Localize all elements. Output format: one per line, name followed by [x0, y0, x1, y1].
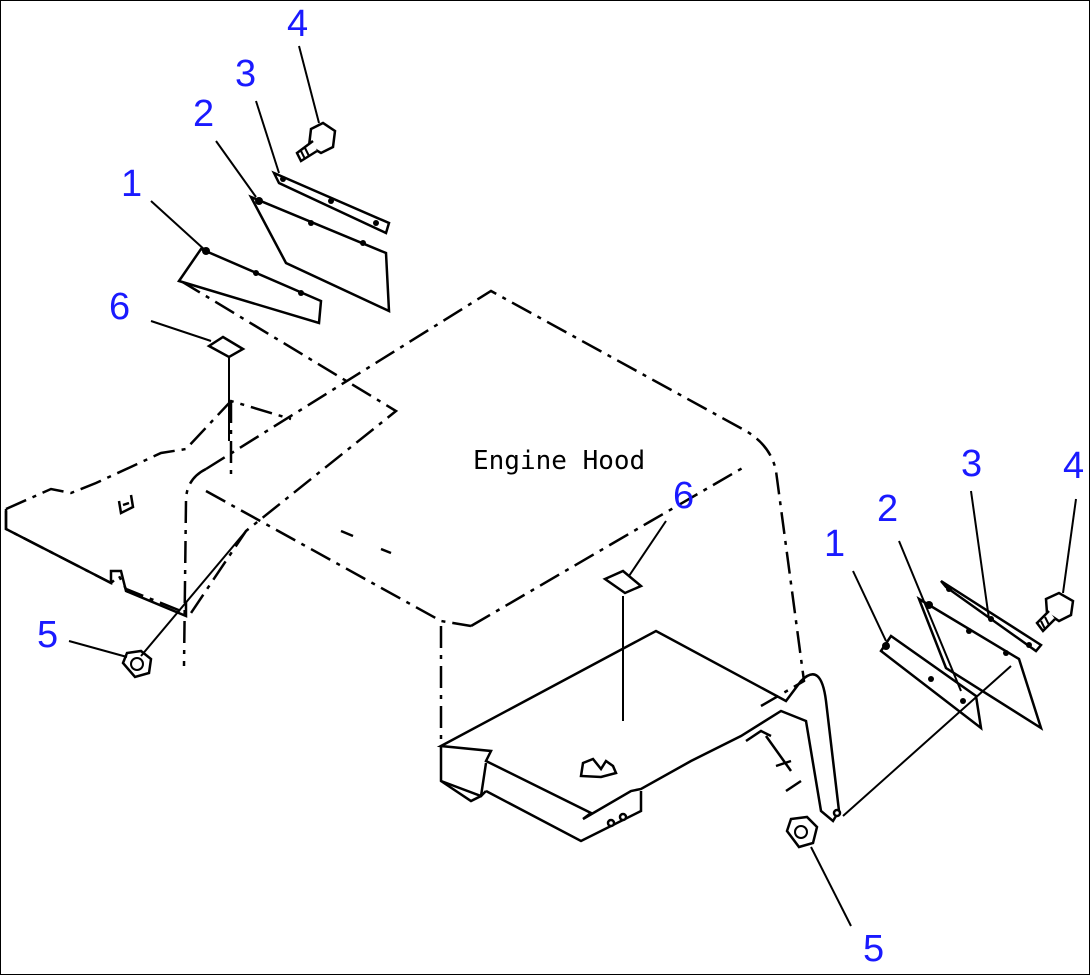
left-parts-group: [68, 45, 391, 679]
right-parts-group: [602, 490, 1077, 927]
right-tag-6: [602, 569, 644, 595]
hood-right-side: [436, 629, 842, 843]
left-callout-2: 2: [193, 93, 214, 135]
right-nut-5: [785, 815, 819, 849]
right-callout-3: 3: [961, 443, 982, 485]
right-callout-2: 2: [877, 488, 898, 530]
left-callout-1: 1: [121, 163, 142, 205]
left-bolt-4: [295, 121, 337, 163]
right-callout-1: 1: [824, 523, 845, 565]
left-plate-2: [248, 194, 391, 314]
right-callout-4: 4: [1063, 445, 1084, 487]
right-plate-2: [916, 596, 1044, 731]
left-callout-5: 5: [37, 614, 58, 656]
engine-hood-outline: [4, 279, 806, 741]
engine-hood-label: Engine Hood: [473, 446, 645, 476]
left-callout-3: 3: [235, 53, 256, 95]
left-nut-5: [121, 649, 153, 679]
left-callout-4: 4: [287, 3, 308, 45]
right-callout-6: 6: [673, 475, 694, 517]
right-bolt-4: [1035, 591, 1075, 633]
left-callout-6: 6: [109, 286, 130, 328]
left-plate-1: [176, 247, 323, 325]
right-callout-5: 5: [863, 928, 884, 970]
left-tag-6: [206, 335, 246, 359]
